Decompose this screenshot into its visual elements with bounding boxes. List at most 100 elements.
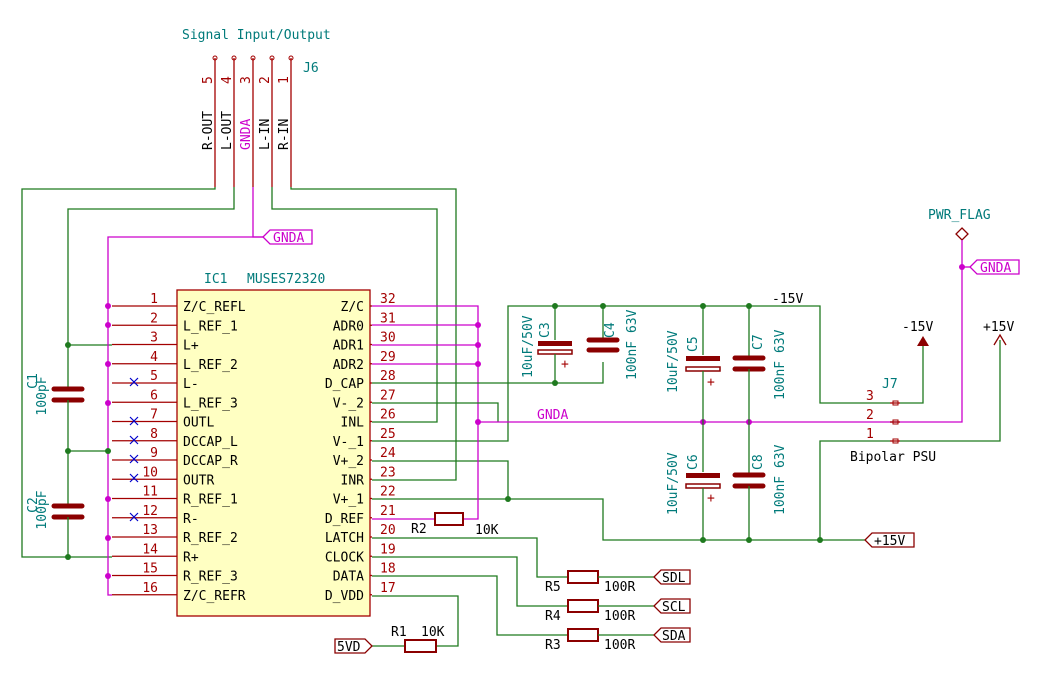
- ic1-pin-name: D_CAP: [325, 377, 364, 392]
- pwr-flag-label: PWR_FLAG: [928, 208, 991, 223]
- j6-pin-number: 3: [239, 76, 254, 84]
- r5-ref: R5: [545, 580, 561, 595]
- resistor-r5: [567, 570, 654, 584]
- ic1-pin-name: V-_2: [333, 396, 364, 411]
- neg15-power-symbol: [917, 336, 929, 346]
- capacitor-c3: +: [537, 303, 573, 386]
- ic1-pin-name: CLOCK: [325, 550, 364, 565]
- ic1-pin-name: OUTR: [183, 473, 214, 488]
- ic1-pin-number: 15: [142, 562, 158, 577]
- ic1-pin-name: ADR0: [333, 319, 364, 334]
- ic1-pin-name: LATCH: [325, 531, 364, 546]
- ic1-pin-number: 7: [150, 408, 158, 423]
- ic1-pin-name: R+: [183, 550, 199, 565]
- capacitor-c8: [732, 422, 890, 543]
- ic1-pin-name: OUTL: [183, 416, 214, 431]
- gnda-net-label: GNDA: [537, 408, 568, 423]
- svg-text:+: +: [707, 375, 715, 390]
- c6-ref: C6: [686, 454, 701, 470]
- capacitor-c6: +: [685, 422, 721, 543]
- ic1-pin-number: 1: [150, 292, 158, 307]
- c2-value: 100pF: [35, 490, 50, 529]
- ic1-pin-number: 29: [380, 350, 396, 365]
- gnda-net: [475, 264, 965, 425]
- r5-value: 100R: [604, 580, 635, 595]
- ic1-pin-name: L+: [183, 339, 199, 354]
- resistor-r3: [567, 628, 654, 642]
- ic1-pin-number: 27: [380, 388, 396, 403]
- connector-j7: [890, 340, 1001, 444]
- svg-text:GNDA: GNDA: [980, 261, 1011, 276]
- c3-value: 10uF/50V: [521, 315, 536, 378]
- j6-signal-gnda: GNDA: [239, 119, 254, 150]
- j7-pin: 3: [866, 389, 874, 404]
- ic1-pin-name: R_REF_2: [183, 531, 238, 546]
- ic1-pin-number: 26: [380, 408, 396, 423]
- j6-wires: [21, 187, 457, 596]
- j6-ref: J6: [303, 61, 319, 76]
- pwr-flag-symbol: [955, 227, 969, 267]
- j6-pin-number: 5: [201, 76, 216, 84]
- svg-text:SDL: SDL: [662, 571, 686, 586]
- sda-label: SDA: [653, 627, 691, 644]
- resistor-r4: [567, 599, 654, 613]
- j6-signal-l-in: L-IN: [258, 119, 273, 150]
- c5-ref: C5: [686, 336, 701, 352]
- ic1-pin-name: ADR1: [333, 339, 364, 354]
- ic1-pin-name: DCCAP_R: [183, 454, 238, 469]
- resistor-r2: [434, 512, 464, 526]
- r4-value: 100R: [604, 609, 635, 624]
- ic1-pin-number: 32: [380, 292, 396, 307]
- j6-pin-number: 2: [258, 76, 273, 84]
- ic1-pin-number: 12: [142, 504, 158, 519]
- r3-value: 100R: [604, 638, 635, 653]
- j6-pin-number: 1: [277, 76, 292, 84]
- ic1-pin-number: 30: [380, 331, 396, 346]
- ic1-pin-name: R-: [183, 512, 199, 527]
- 5vd-label: 5VD: [334, 638, 373, 655]
- ic1-pin-name: D_REF: [325, 512, 364, 527]
- j7-pin: 2: [866, 408, 874, 423]
- c4-value: 100nF 63V: [625, 309, 640, 380]
- ic1-pin-number: 19: [380, 542, 396, 557]
- capacitor-c7: [732, 303, 766, 422]
- ic1-pin-name: L_REF_1: [183, 319, 238, 334]
- scl-label: SCL: [653, 598, 691, 615]
- ic1-pin-name: DCCAP_L: [183, 435, 238, 450]
- ic1-pin-number: 28: [380, 369, 396, 384]
- svg-text:GNDA: GNDA: [273, 231, 304, 246]
- gnda-left-bus: [68, 303, 111, 579]
- ic1-pin-name: L_REF_2: [183, 358, 238, 373]
- ic1-ref: IC1: [204, 272, 227, 287]
- j7-ref: J7: [882, 377, 898, 392]
- c7-ref: C7: [751, 334, 766, 350]
- ic1-body: [176, 289, 371, 617]
- ic1-pin-number: 8: [150, 427, 158, 442]
- ic1-pin-name: Z/C: [341, 300, 364, 315]
- ic1-pin-name: R_REF_3: [183, 570, 238, 585]
- ic1-pin-number: 25: [380, 427, 396, 442]
- ic1-pin-number: 3: [150, 331, 158, 346]
- ic1-pin-name: V+_2: [333, 454, 364, 469]
- j6-pins: [212, 55, 294, 187]
- neg15-net-label: -15V: [772, 292, 803, 307]
- c8-value: 100nF 63V: [773, 444, 788, 515]
- ic1-pin-name: D_VDD: [325, 589, 364, 604]
- ic1-pin-name: L_REF_3: [183, 396, 238, 411]
- ic1-pin-number: 21: [380, 504, 396, 519]
- r1-ref: R1: [391, 625, 407, 640]
- j6-title: Signal Input/Output: [182, 28, 331, 43]
- ic1-pin-number: 9: [150, 446, 158, 461]
- j7-pin: 1: [866, 427, 874, 442]
- j7-name: Bipolar PSU: [850, 450, 936, 465]
- resistor-r1: [404, 639, 437, 653]
- capacitor-c4: [586, 303, 620, 353]
- ic1-pin-number: 2: [150, 311, 158, 326]
- c1-ref: C1: [26, 373, 41, 389]
- svg-text:SCL: SCL: [662, 600, 686, 615]
- ic1-pins: 1Z/C_REFL2L_REF_13L+4L_REF_25L-6L_REF_37…: [112, 292, 396, 604]
- c8-ref: C8: [751, 454, 766, 470]
- c7-value: 100nF 63V: [773, 329, 788, 400]
- j6-pin-number: 4: [220, 76, 235, 84]
